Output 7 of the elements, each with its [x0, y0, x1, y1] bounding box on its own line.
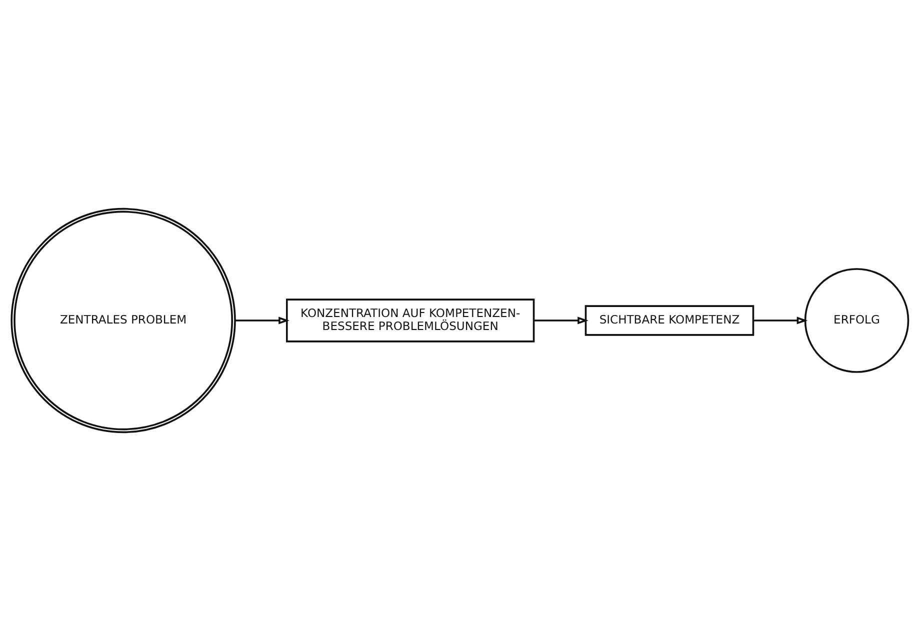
arrow [235, 316, 290, 324]
node-circle: ZENTRALES PROBLEM [10, 207, 236, 433]
node-circle: ERFOLG [804, 268, 910, 372]
arrow [753, 316, 808, 324]
node-box: SICHTBARE KOMPETENZ [584, 304, 754, 336]
node-box: KONZENTRATION AUF KOMPETENZEN- BESSERE PROBLEMLÖSUNGEN [286, 298, 535, 342]
arrow [534, 316, 588, 324]
